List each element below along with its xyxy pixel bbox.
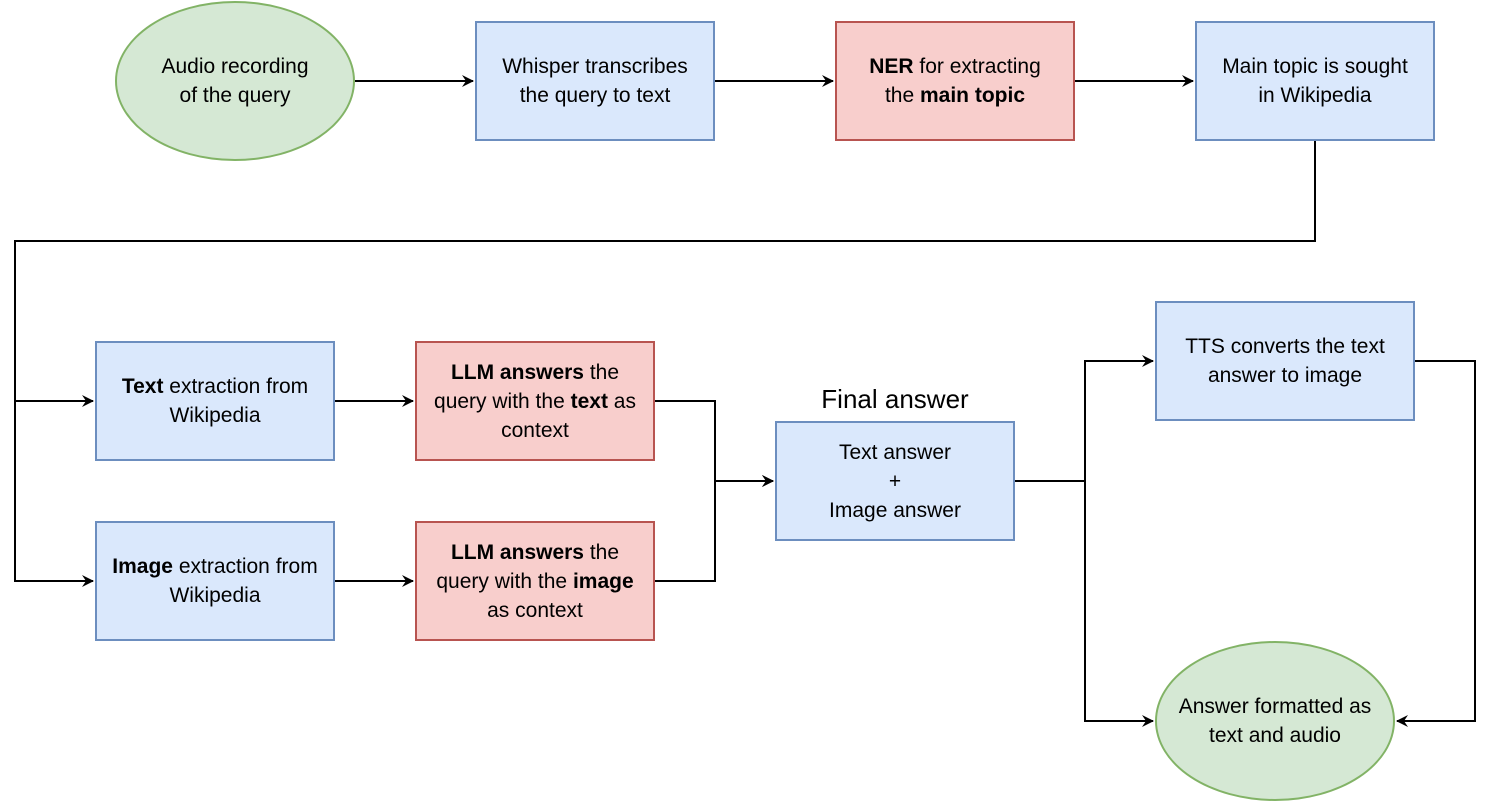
bold-text: NER xyxy=(869,55,914,78)
edge-wiki-to-image_extract xyxy=(14,401,94,587)
text-run: in Wikipedia xyxy=(1258,84,1372,107)
audio-recording-node: Audio recording of the query xyxy=(115,1,355,161)
bold-text: LLM answers xyxy=(450,540,584,564)
bold-text: main topic xyxy=(920,84,1026,107)
text-run: TTS converts the text xyxy=(1185,335,1385,358)
node-label-line: of the query xyxy=(161,81,308,110)
edge-final-to-tts xyxy=(1015,355,1154,482)
final-answer-node: Text answer + Image answer xyxy=(775,421,1015,541)
node-label-line: Whisper transcribes xyxy=(502,52,688,81)
node-label-line: query with the text as xyxy=(434,387,636,416)
text-run: query with the xyxy=(434,389,571,413)
edge-final-to-output xyxy=(1084,481,1154,727)
text-run: + xyxy=(888,469,902,493)
bold-text: Image xyxy=(112,555,173,578)
tts-node: TTS converts the text answer to image xyxy=(1155,301,1415,421)
text-run: as xyxy=(607,389,636,413)
text-run: the xyxy=(584,540,620,564)
text-run: context xyxy=(501,418,569,442)
text-run: the query to text xyxy=(519,84,671,107)
node-label-line: as context xyxy=(436,596,633,625)
text-run: Image answer xyxy=(829,498,961,522)
text-run: answer to image xyxy=(1207,364,1363,387)
wikipedia-search-node: Main topic is sought in Wikipedia xyxy=(1195,21,1435,141)
text-run: the xyxy=(584,360,620,384)
node-label-line: Text answer xyxy=(829,438,961,467)
node-label-line: Audio recording xyxy=(161,52,308,81)
node-label-line: Text extraction from xyxy=(122,372,308,401)
formatted-answer-node: Answer formatted as text and audio xyxy=(1155,641,1395,801)
node-label-line: NER for extracting xyxy=(869,52,1041,81)
node-label-line: the main topic xyxy=(869,81,1041,110)
text-run: Text answer xyxy=(838,440,952,464)
bold-text: Text xyxy=(121,375,164,398)
node-label-line: text and audio xyxy=(1179,721,1372,750)
text-run: Answer formatted as xyxy=(1178,695,1372,718)
node-label-line: Wikipedia xyxy=(122,401,308,430)
text-run: query with the xyxy=(436,569,573,593)
node-label: TTS converts the text answer to image xyxy=(1185,332,1385,390)
node-label: Text answer + Image answer xyxy=(829,438,961,525)
node-label-line: LLM answers the xyxy=(436,538,633,567)
text-run: the xyxy=(884,84,920,107)
node-label-line: Image answer xyxy=(829,496,961,525)
bold-text: image xyxy=(572,569,634,593)
text-run: Whisper transcribes xyxy=(502,55,688,78)
node-label: Main topic is sought in Wikipedia xyxy=(1222,52,1408,110)
text-run: text and audio xyxy=(1209,724,1341,747)
node-label: Whisper transcribes the query to text xyxy=(502,52,688,110)
node-label-line: the query to text xyxy=(502,81,688,110)
text-run: Wikipedia xyxy=(169,404,261,427)
text-run: Main topic is sought xyxy=(1222,55,1408,78)
edge-wiki-to-text_extract xyxy=(14,141,1316,407)
node-label-line: context xyxy=(434,416,636,445)
edge-tts-to-output xyxy=(1396,360,1476,727)
node-label-line: Wikipedia xyxy=(112,581,317,610)
text-run: Wikipedia xyxy=(169,584,261,607)
node-label: Audio recording of the query xyxy=(161,52,308,110)
node-label-line: in Wikipedia xyxy=(1222,81,1408,110)
node-label-line: LLM answers the xyxy=(434,358,636,387)
node-label-line: query with the image xyxy=(436,567,633,596)
text-run: extraction from xyxy=(163,375,309,398)
text-run: Audio recording xyxy=(161,55,309,78)
text-run: as context xyxy=(487,598,583,622)
node-label-line: Image extraction from xyxy=(112,552,317,581)
node-label-line: Answer formatted as xyxy=(1179,692,1372,721)
node-label-line: TTS converts the text xyxy=(1185,332,1385,361)
text-run: of the query xyxy=(179,84,291,107)
edge-llm_text-to-final xyxy=(655,400,774,487)
edge-llm_image-to-final xyxy=(655,475,774,582)
final-answer-caption: Final answer xyxy=(821,384,969,414)
node-label: Answer formatted as text and audio xyxy=(1179,692,1372,750)
bold-text: LLM answers xyxy=(450,360,584,384)
bold-text: text xyxy=(570,389,608,413)
node-label-line: Main topic is sought xyxy=(1222,52,1408,81)
whisper-transcription-node: Whisper transcribes the query to text xyxy=(475,21,715,141)
text-run: extraction from xyxy=(172,555,318,578)
node-label-line: + xyxy=(829,467,961,496)
text-run: for extracting xyxy=(913,55,1041,78)
node-label-line: answer to image xyxy=(1185,361,1385,390)
